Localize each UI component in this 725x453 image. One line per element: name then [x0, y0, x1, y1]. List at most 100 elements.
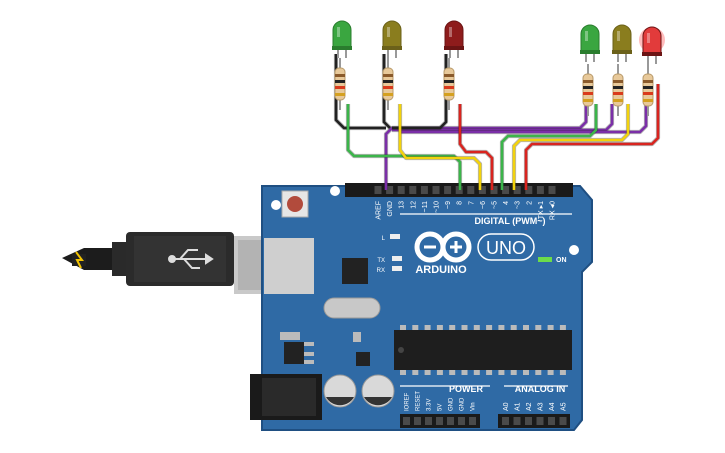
resistor[interactable]	[334, 58, 346, 110]
digital-pin-socket[interactable]	[420, 186, 428, 194]
analog-pin-socket[interactable]	[513, 417, 521, 425]
atmega-chip	[394, 325, 572, 375]
analog-pin-label: A5	[561, 402, 568, 411]
power-pin-socket[interactable]	[425, 417, 432, 425]
transistor	[356, 352, 370, 366]
digital-pin-label: TX ▸1	[538, 201, 545, 219]
analog-pin-socket[interactable]	[548, 417, 555, 425]
reset-button[interactable]	[281, 190, 309, 218]
digital-pin-label: ~11	[422, 201, 429, 212]
digital-pin-label: ~5	[492, 201, 499, 209]
capacitor	[361, 374, 395, 408]
capacitor	[323, 374, 357, 408]
power-pin-label: IOREF	[405, 392, 411, 411]
usb-icon	[168, 249, 214, 269]
signal-wire-green[interactable]	[500, 104, 598, 190]
digital-pin-socket[interactable]	[478, 186, 486, 194]
analog-pin-socket[interactable]	[536, 417, 544, 425]
power-pin-socket[interactable]	[469, 417, 476, 425]
analog-pin-label: A1	[515, 402, 522, 411]
signal-wire-yellow[interactable]	[512, 104, 630, 190]
ground-wire[interactable]	[384, 104, 588, 190]
rx-led	[392, 266, 402, 271]
digital-pin-socket[interactable]	[432, 186, 440, 194]
yellow-led[interactable]	[612, 24, 632, 62]
digital-pin-socket[interactable]	[536, 186, 544, 194]
digital-pin-socket[interactable]	[374, 186, 382, 194]
digital-pin-socket[interactable]	[397, 186, 405, 194]
signal-wire-red[interactable]	[524, 84, 660, 190]
digital-pin-label: 2	[526, 201, 533, 205]
digital-pin-socket[interactable]	[409, 186, 417, 194]
red-led[interactable]	[444, 20, 464, 58]
power-pin-label: Vin	[471, 402, 477, 411]
ground-wire[interactable]	[392, 104, 614, 132]
digital-pin-socket[interactable]	[525, 186, 533, 194]
signal-wire-green[interactable]	[346, 104, 462, 190]
yellow-led[interactable]	[382, 20, 402, 58]
power-pin-socket[interactable]	[403, 417, 410, 425]
digital-pin-label: 13	[399, 201, 406, 209]
digital-pin-socket[interactable]	[513, 186, 521, 194]
green-led[interactable]	[332, 20, 352, 58]
digital-pin-socket[interactable]	[444, 186, 452, 194]
power-pin-socket[interactable]	[447, 417, 454, 425]
analog-pin-label: A3	[538, 402, 545, 411]
rx-label: RX	[377, 268, 385, 274]
green-led[interactable]	[580, 24, 600, 62]
signal-wire-yellow[interactable]	[398, 104, 482, 190]
resistor[interactable]	[382, 58, 394, 110]
power-pin-label: 5V	[438, 404, 444, 411]
analog-pin-socket[interactable]	[559, 417, 567, 425]
digital-pin-label: 12	[410, 201, 417, 209]
analog-pin-socket[interactable]	[502, 417, 509, 425]
usb-cable[interactable]	[62, 232, 276, 294]
chip-small	[342, 258, 368, 284]
digital-pin-socket[interactable]	[548, 186, 556, 194]
digital-pin-socket[interactable]	[502, 186, 510, 194]
digital-pin-label: ~10	[434, 201, 441, 213]
arduino-logo	[414, 231, 472, 263]
digital-pin-socket[interactable]	[490, 186, 498, 194]
digital-pin-socket[interactable]	[467, 186, 475, 194]
analog-pin-label: A2	[526, 402, 533, 411]
analog-label: ANALOG IN	[515, 384, 566, 394]
regulator	[284, 342, 304, 364]
power-pin-socket[interactable]	[414, 417, 421, 425]
power-pin-label: RESET	[416, 391, 422, 411]
wires	[333, 54, 661, 190]
usb-jack	[264, 238, 314, 294]
digital-pin-label: 7	[468, 201, 475, 205]
digital-pin-label: 4	[503, 201, 510, 205]
resistor[interactable]	[443, 58, 455, 110]
power-pin-label: GND	[449, 397, 455, 411]
analog-pin-label: A0	[503, 402, 510, 411]
digital-pin-label: GND	[387, 201, 394, 217]
digital-pin-label: ~9	[445, 201, 452, 209]
l-led	[390, 234, 400, 239]
ground-wire[interactable]	[400, 104, 648, 134]
red-led[interactable]	[639, 26, 665, 64]
power-jack[interactable]	[250, 374, 322, 420]
power-pin-label: GND	[460, 397, 466, 411]
digital-pin-socket[interactable]	[386, 186, 394, 194]
resistor[interactable]	[612, 64, 624, 116]
resistor[interactable]	[582, 64, 594, 116]
tx-label: TX	[377, 258, 385, 264]
mount-hole	[271, 200, 281, 210]
signal-wire-red[interactable]	[458, 104, 494, 190]
l-label: L	[382, 236, 386, 242]
digital-label: DIGITAL (PWM~)	[475, 216, 546, 226]
analog-pin-socket[interactable]	[525, 417, 532, 425]
resistor[interactable]	[642, 64, 654, 116]
crystal	[323, 297, 381, 319]
digital-pin-label: ~6	[480, 201, 487, 209]
power-pin-socket[interactable]	[458, 417, 465, 425]
digital-pin-label: RX ◂0	[550, 201, 557, 220]
power-pin-socket[interactable]	[436, 417, 443, 425]
analog-pin-label: A4	[549, 402, 556, 411]
power-led	[538, 257, 552, 262]
power-pin-label: 3.3V	[427, 399, 433, 411]
